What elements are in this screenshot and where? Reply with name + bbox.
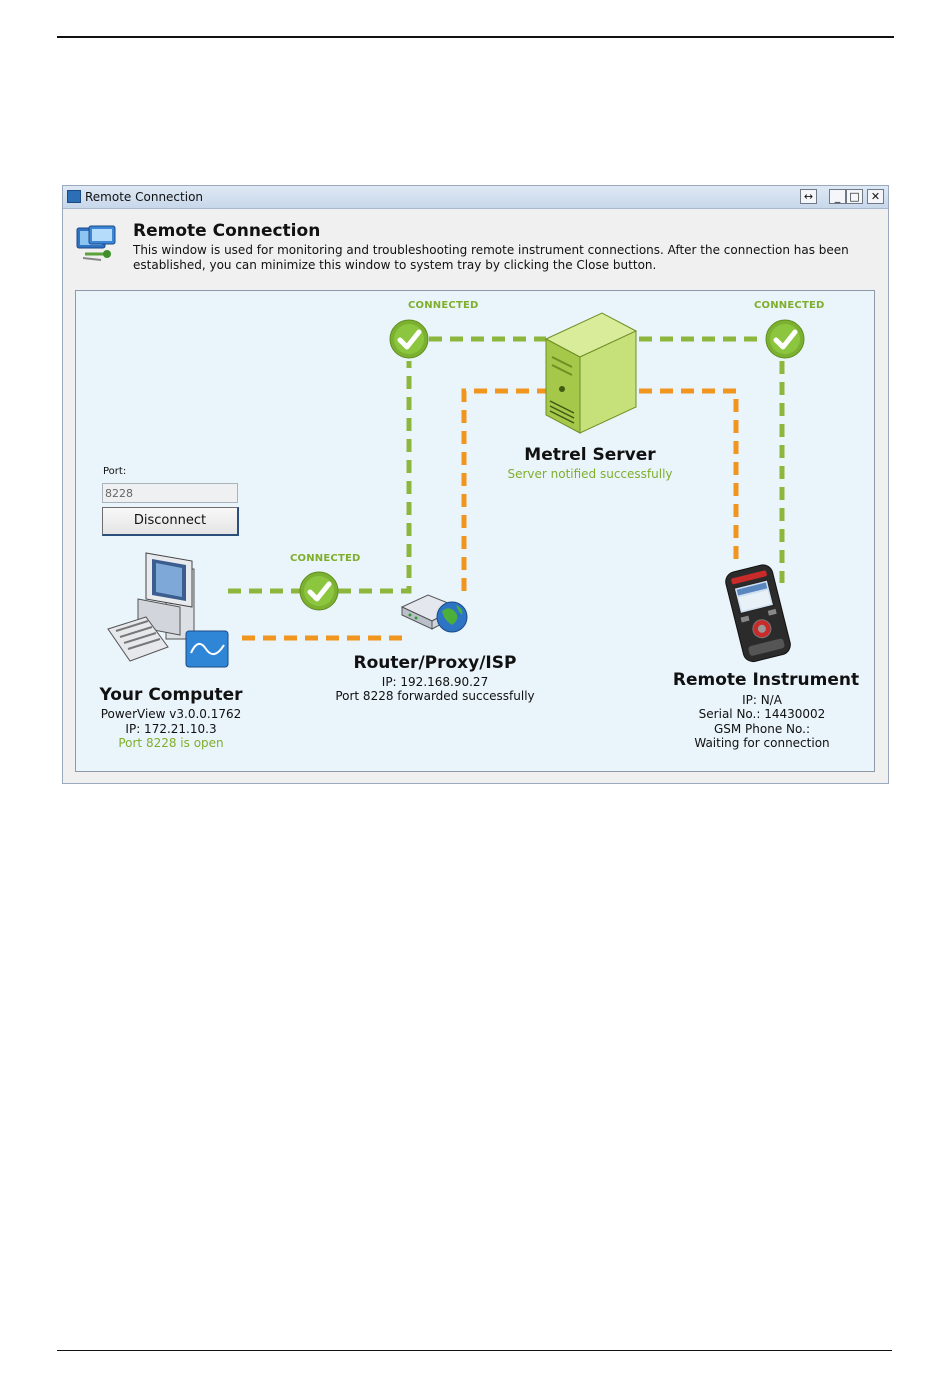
connection-diagram-panel: CONNECTED CONNECTED CONNECTED M <box>75 290 875 772</box>
computer-title: Your Computer <box>99 685 243 705</box>
instrument-serial: Serial No.: 14430002 <box>698 707 826 721</box>
connection-lines <box>228 336 785 641</box>
instrument-title: Remote Instrument <box>672 670 860 690</box>
server-status: Server notified successfully <box>507 467 673 481</box>
check-icon <box>389 319 429 359</box>
router-status: Port 8228 forwarded successfully <box>335 689 535 703</box>
resize-button[interactable]: ↔ <box>800 189 817 204</box>
close-button[interactable]: ✕ <box>867 189 884 204</box>
instrument-gsm: GSM Phone No.: <box>713 722 811 736</box>
server-title: Metrel Server <box>524 445 656 465</box>
instrument-icon <box>725 564 791 663</box>
server-icon <box>544 312 638 434</box>
check-icon <box>299 571 339 611</box>
check-icon <box>765 319 805 359</box>
instrument-ip: IP: N/A <box>742 693 782 707</box>
computer-ip: IP: 172.21.10.3 <box>125 722 217 736</box>
router-title: Router/Proxy/ISP <box>353 653 517 673</box>
app-icon <box>67 190 81 203</box>
page-bottom-rule <box>57 1350 892 1351</box>
link-server-instrument <box>639 388 739 563</box>
link-check-router <box>338 361 412 594</box>
router-ip: IP: 192.168.90.27 <box>381 675 489 689</box>
remote-connection-icon <box>76 225 116 261</box>
disconnect-button[interactable]: Disconnect <box>102 507 239 536</box>
computer-icon <box>107 552 229 668</box>
router-icon <box>400 594 468 633</box>
minimize-button[interactable]: _ <box>829 189 846 204</box>
server-instrument-status: CONNECTED <box>754 300 825 311</box>
remote-connection-window: Remote Connection ↔ _ □ ✕ Remote Connect… <box>62 185 889 784</box>
port-input[interactable] <box>102 483 238 503</box>
link-router-server <box>461 388 546 591</box>
router-server-status: CONNECTED <box>408 300 479 311</box>
window-title: Remote Connection <box>85 190 204 204</box>
port-label: Port: <box>103 466 127 477</box>
computer-router-status: CONNECTED <box>290 553 361 564</box>
page-top-rule <box>57 36 894 38</box>
computer-version: PowerView v3.0.0.1762 <box>100 707 242 721</box>
header-description: This window is used for monitoring and t… <box>133 243 849 272</box>
maximize-button[interactable]: □ <box>846 189 863 204</box>
computer-status: Port 8228 is open <box>118 736 224 750</box>
instrument-status: Waiting for connection <box>694 736 830 750</box>
title-bar[interactable]: Remote Connection ↔ _ □ ✕ <box>63 186 888 209</box>
header-title: Remote Connection <box>133 221 321 241</box>
